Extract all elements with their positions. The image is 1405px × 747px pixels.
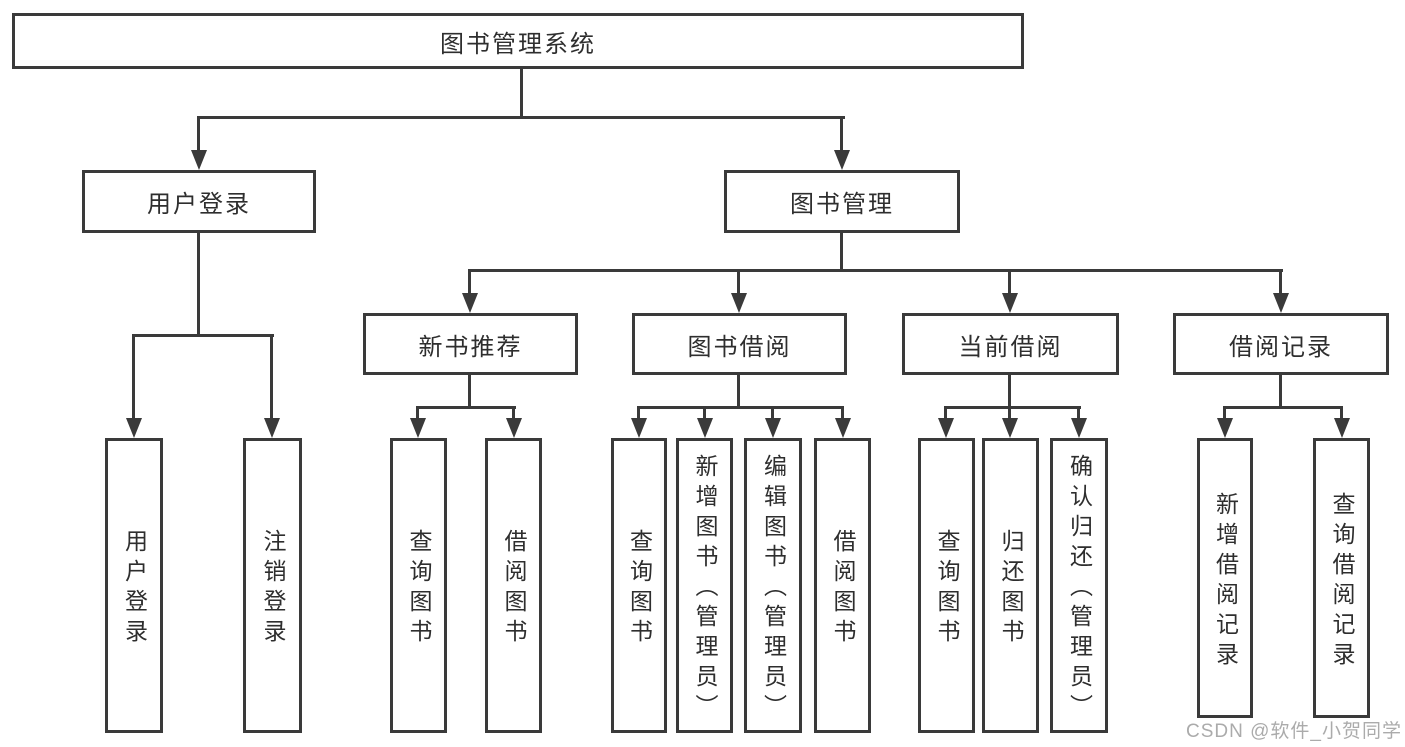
node-user-login: 用户登录 [82,170,316,233]
leaf-user-login: 用户登录 [105,438,163,733]
leaf-query-books-recommend: 查询图书 [390,438,447,733]
node-root: 图书管理系统 [12,13,1024,69]
arrow-line-current-borrowing [1008,272,1011,295]
arrow-head-book-management [834,150,850,170]
connector-user-login-hline [132,334,274,337]
connector-root-hline [197,116,845,119]
connector-book-borrowing-hline [637,406,844,409]
node-book-borrowing: 图书借阅 [632,313,847,375]
arrow-head-user-login [191,150,207,170]
leaf-return-books-label: 归还图书 [998,529,1024,649]
connector-new-book-stem [468,375,471,408]
connector-user-login-stem [197,233,200,336]
leaf-confirm-return-admin: 确认归还（管理员） [1050,438,1108,733]
arrow-head-leaf-user-login [126,418,142,438]
arrow-line-edit-books [771,409,774,421]
watermark: CSDN @软件_小贺同学 [1186,721,1402,742]
arrow-head-add-books [697,418,713,438]
arrow-head-query-books-3 [938,418,954,438]
arrow-head-current-borrowing [1002,293,1018,313]
arrow-head-book-borrowing [731,293,747,313]
connector-book-management-stem [840,233,843,271]
leaf-confirm-return-admin-label: 确认归还（管理员） [1066,454,1093,724]
connector-book-management-hline [468,269,1283,272]
arrow-line-confirm-return [1077,409,1080,421]
arrow-head-query-books-2 [631,418,647,438]
leaf-add-books-admin-label: 新增图书（管理员） [692,454,718,724]
arrow-line-borrowing-records [1279,272,1282,295]
connector-root-stem [520,69,523,116]
leaf-borrow-books-recommend: 借阅图书 [485,438,542,733]
leaf-borrow-books-borrowing-label: 借阅图书 [830,529,856,649]
leaf-query-books-current: 查询图书 [918,438,975,733]
connector-new-book-hline [416,406,516,409]
arrow-line-user-login [197,119,200,152]
arrow-line-book-management [840,119,843,152]
leaf-add-borrow-record: 新增借阅记录 [1197,438,1253,718]
leaf-borrow-books-recommend-label: 借阅图书 [501,529,527,649]
arrow-line-query-record [1340,409,1343,421]
arrow-line-leaf-user-login [132,337,135,420]
leaf-add-books-admin: 新增图书（管理员） [676,438,733,733]
arrow-head-edit-books [765,418,781,438]
leaf-query-books-borrowing: 查询图书 [611,438,667,733]
arrow-line-book-borrowing [737,272,740,295]
connector-borrowing-records-hline [1223,406,1343,409]
arrow-head-borrow-books-2 [835,418,851,438]
arrow-head-borrow-books-1 [506,418,522,438]
leaf-logout-login-label: 注销登录 [260,529,286,649]
connector-current-borrowing-stem [1008,375,1011,408]
node-user-login-label: 用户登录 [147,191,251,218]
arrow-head-leaf-logout [264,418,280,438]
arrow-line-query-books-2 [637,409,640,421]
leaf-query-books-borrowing-label: 查询图书 [626,529,653,649]
node-book-borrowing-label: 图书借阅 [687,333,792,361]
node-new-book-recommend: 新书推荐 [363,313,578,375]
leaf-query-borrow-record-label: 查询借阅记录 [1329,491,1355,672]
arrow-line-borrow-books-1 [512,409,515,421]
leaf-return-books: 归还图书 [982,438,1039,733]
arrow-line-add-books [703,409,706,421]
node-current-borrowing-label: 当前借阅 [958,333,1063,361]
node-new-book-recommend-label: 新书推荐 [418,333,523,361]
arrow-line-query-books-1 [416,409,419,421]
arrow-line-borrow-books-2 [841,409,844,421]
arrow-head-return-books [1002,418,1018,438]
leaf-user-login-label: 用户登录 [121,529,148,649]
arrow-head-new-book [462,293,478,313]
leaf-edit-books-admin: 编辑图书（管理员） [744,438,802,733]
node-borrowing-records-label: 借阅记录 [1229,333,1333,361]
node-book-management: 图书管理 [724,170,960,233]
leaf-query-books-current-label: 查询图书 [934,529,960,649]
connector-book-borrowing-stem [737,375,740,408]
arrow-head-confirm-return [1071,418,1087,438]
node-book-management-label: 图书管理 [790,191,894,218]
arrow-head-borrowing-records [1273,293,1289,313]
leaf-query-books-recommend-label: 查询图书 [406,529,432,649]
arrow-line-return-books [1008,409,1011,421]
arrow-head-query-record [1334,418,1350,438]
connector-borrowing-records-stem [1279,375,1282,408]
arrow-line-leaf-logout [270,337,273,420]
arrow-head-add-record [1217,418,1233,438]
leaf-add-borrow-record-label: 新增借阅记录 [1212,491,1239,672]
arrow-line-add-record [1223,409,1226,421]
node-borrowing-records: 借阅记录 [1173,313,1389,375]
arrow-head-query-books-1 [410,418,426,438]
arrow-line-query-books-3 [944,409,947,421]
node-root-label: 图书管理系统 [440,30,596,58]
leaf-query-borrow-record: 查询借阅记录 [1313,438,1370,718]
connector-current-borrowing-hline [944,406,1081,409]
node-current-borrowing: 当前借阅 [902,313,1119,375]
leaf-borrow-books-borrowing: 借阅图书 [814,438,871,733]
arrow-line-new-book [468,272,471,295]
leaf-edit-books-admin-label: 编辑图书（管理员） [760,454,787,724]
leaf-logout-login: 注销登录 [243,438,302,733]
